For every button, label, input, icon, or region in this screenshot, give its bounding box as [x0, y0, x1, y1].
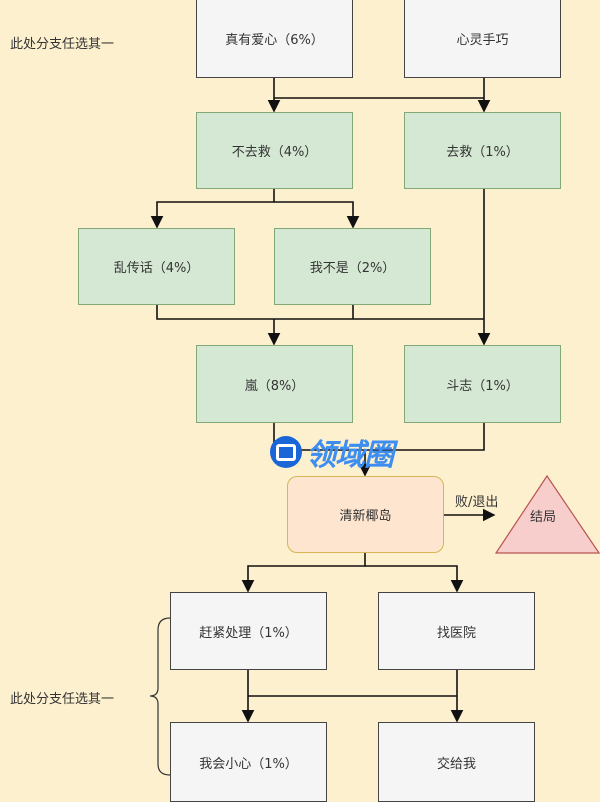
node-zhaoyiyuan: 找医院: [378, 592, 535, 670]
node-qujiu: 去救（1%）: [404, 112, 561, 189]
node-douzhi: 斗志（1%）: [404, 345, 561, 423]
edge-label-fail-exit: 败/退出: [455, 495, 499, 510]
node-luanchuan: 乱传话（4%）: [78, 228, 235, 305]
node-xinling: 心灵手巧: [404, 0, 561, 78]
node-buqujiu: 不去救（4%）: [196, 112, 353, 189]
node-wobushi: 我不是（2%）: [274, 228, 431, 305]
ending-triangle: [494, 474, 600, 554]
watermark: 领域圈: [270, 430, 394, 474]
node-lan: 嵐（8%）: [196, 345, 353, 423]
branch-note-top: 此处分支任选其一: [10, 37, 115, 52]
watermark-text: 领域圈: [306, 438, 394, 473]
node-wohui: 我会小心（1%）: [170, 722, 327, 802]
branch-note-bottom: 此处分支任选其一: [10, 692, 115, 707]
node-jieju: 结局: [530, 510, 557, 525]
node-jiaogei: 交给我: [378, 722, 535, 802]
node-zhenyou: 真有爱心（6%）: [196, 0, 353, 78]
node-qingxin: 清新椰岛: [287, 476, 444, 553]
node-ganjin: 赶紧处理（1%）: [170, 592, 327, 670]
brace: [149, 617, 171, 776]
watermark-logo-icon: [270, 436, 302, 468]
